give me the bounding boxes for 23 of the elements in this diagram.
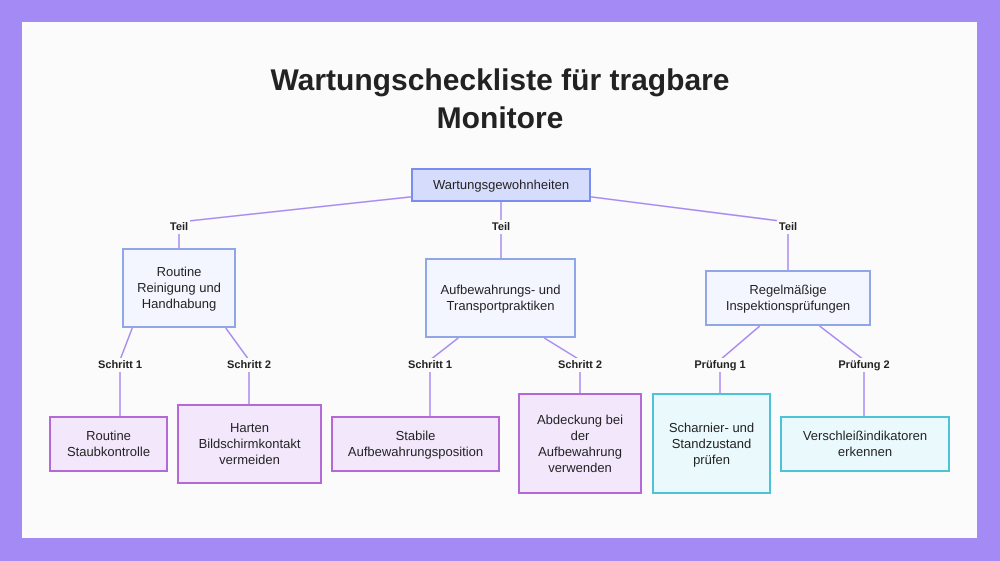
edge-label: Prüfung 2 <box>836 358 892 372</box>
edge-label: Schritt 2 <box>556 358 604 372</box>
edge-label: Teil <box>776 220 800 234</box>
edge-label: Prüfung 1 <box>692 358 748 372</box>
edge-label: Schritt 1 <box>406 358 454 372</box>
check-box: Verschleißindikatoren erkennen <box>780 416 950 472</box>
check-box: Scharnier- und Standzustand prüfen <box>652 393 771 494</box>
edge-label: Schritt 1 <box>96 358 144 372</box>
category-box: Regelmäßige Inspektionsprüfungen <box>705 270 871 326</box>
root-box: Wartungsgewohnheiten <box>411 168 591 202</box>
edge-label: Teil <box>168 220 190 234</box>
edge-label: Schritt 2 <box>225 358 273 372</box>
step-box: Abdeckung bei der Aufbewahrung verwenden <box>518 393 642 494</box>
step-box: Routine Staubkontrolle <box>49 416 168 472</box>
edge-label: Teil <box>490 220 512 234</box>
connector-line <box>500 202 502 258</box>
connector-line <box>590 196 789 270</box>
category-box: Routine Reinigung und Handhabung <box>122 248 236 328</box>
category-box: Aufbewahrungs- und Transportpraktiken <box>425 258 576 338</box>
title: Wartungscheckliste für tragbare Monitore <box>269 63 730 137</box>
step-box: Harten Bildschirmkontakt vermeiden <box>177 404 322 484</box>
connector-line <box>178 196 412 248</box>
step-box: Stabile Aufbewahrungsposition <box>331 416 500 472</box>
